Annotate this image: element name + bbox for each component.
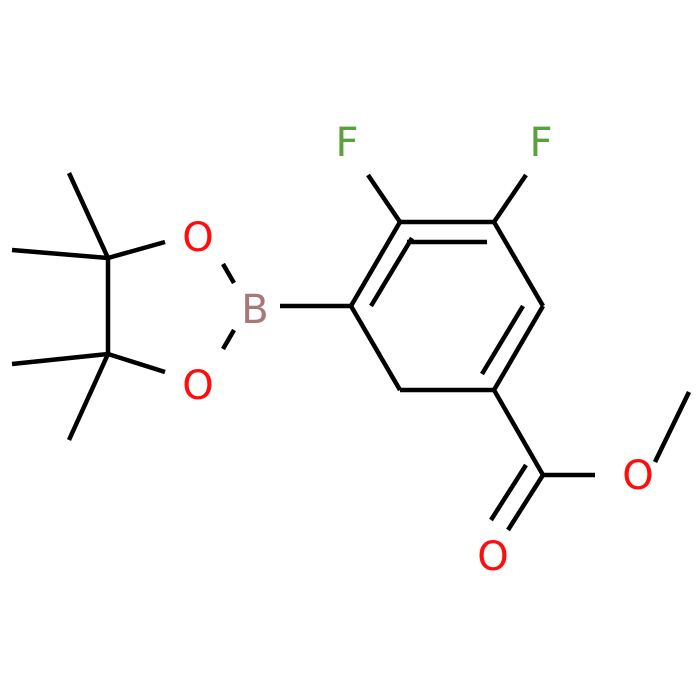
bond — [492, 304, 545, 392]
bond — [349, 220, 402, 308]
bond — [489, 463, 528, 522]
bond — [11, 351, 109, 367]
bond — [369, 236, 414, 308]
bond — [107, 351, 166, 375]
bond — [221, 328, 236, 351]
bond — [492, 220, 545, 308]
atom-label-oxygen: O — [182, 215, 213, 261]
bond — [492, 388, 545, 477]
atom-label-oxygen: O — [622, 453, 653, 499]
bond — [66, 353, 111, 441]
bond — [480, 304, 525, 376]
bond — [506, 473, 545, 532]
bond — [366, 173, 402, 224]
bond — [107, 239, 166, 261]
benzene-ring — [349, 219, 545, 393]
atom-label-boron: B — [241, 287, 268, 333]
bond — [221, 262, 236, 285]
atom-label-oxygen: O — [477, 534, 508, 580]
bond — [349, 304, 402, 392]
atom-label-fluorine: F — [529, 120, 552, 166]
bond — [11, 247, 109, 261]
bond — [652, 391, 692, 463]
atom-label-oxygen: O — [182, 363, 213, 409]
bond — [66, 172, 111, 259]
bond — [492, 173, 528, 224]
atom-label-fluorine: F — [335, 120, 358, 166]
